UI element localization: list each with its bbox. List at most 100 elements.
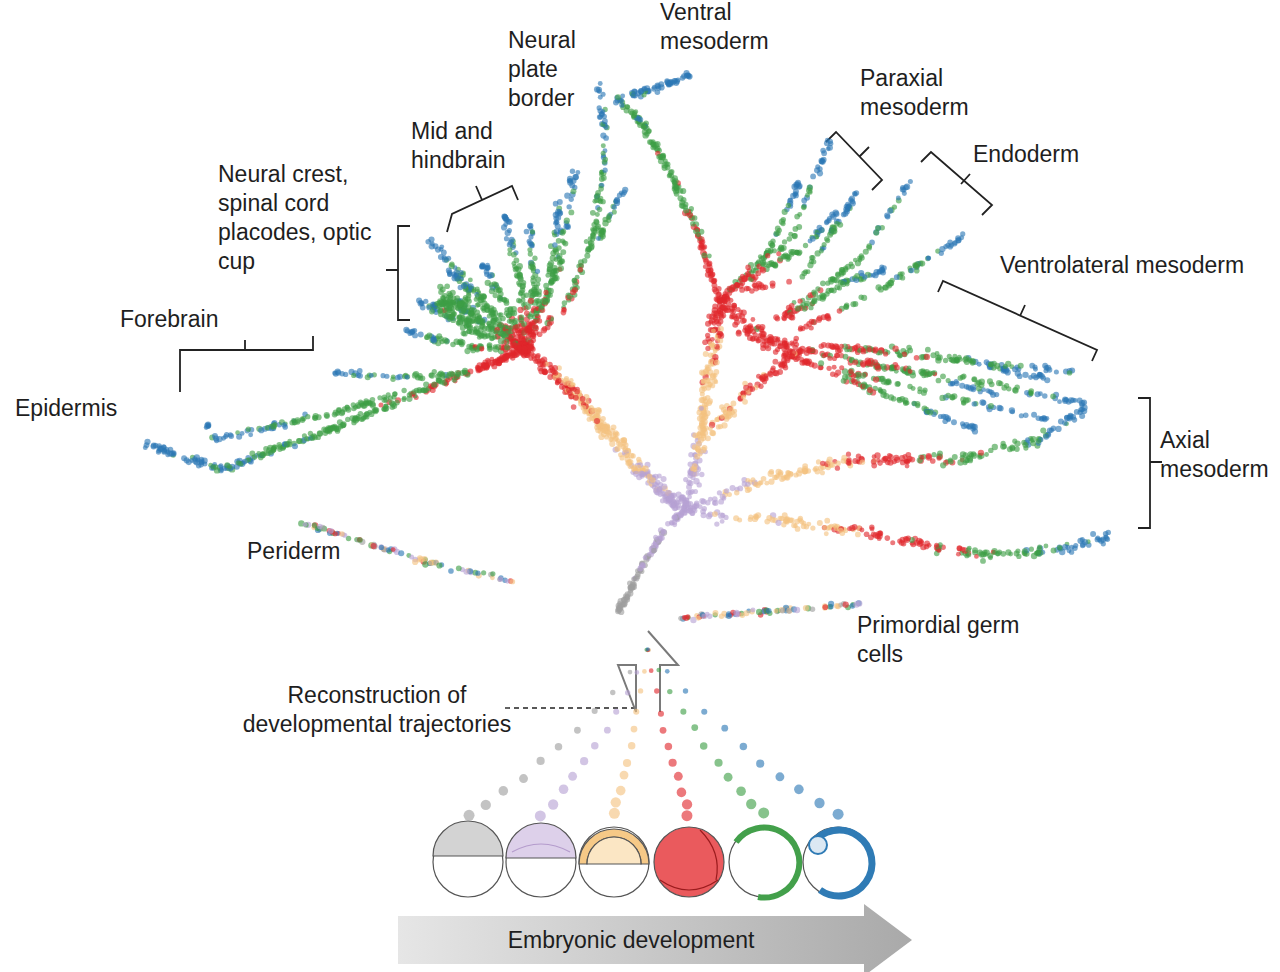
cell-dot bbox=[291, 418, 296, 423]
cell-dot bbox=[210, 464, 215, 469]
cell-dot bbox=[446, 268, 452, 274]
cell-dot bbox=[498, 359, 503, 364]
cell-dot bbox=[202, 458, 208, 464]
cell-dot bbox=[504, 236, 509, 241]
cell-dot bbox=[507, 247, 512, 252]
cell-dot bbox=[489, 326, 494, 331]
cell-dot bbox=[562, 300, 567, 305]
cell-dot bbox=[450, 317, 456, 323]
cell-dot bbox=[597, 198, 602, 203]
cell-dot bbox=[572, 278, 577, 283]
cell-dot bbox=[317, 430, 323, 436]
cell-dot bbox=[461, 306, 466, 311]
cell-dot bbox=[591, 222, 596, 227]
cell-dot bbox=[600, 416, 605, 421]
cell-dot bbox=[566, 387, 572, 393]
cell-dot bbox=[515, 266, 521, 272]
cell-dot bbox=[332, 412, 338, 418]
cell-dot bbox=[547, 321, 552, 326]
cell-dot bbox=[568, 393, 574, 399]
cell-dot bbox=[498, 331, 504, 337]
cell-dot bbox=[595, 212, 600, 217]
cell-dot bbox=[402, 396, 407, 401]
cell-dot bbox=[487, 321, 493, 327]
cell-dot bbox=[661, 483, 667, 489]
cell-dot bbox=[378, 402, 383, 407]
cell-dot bbox=[223, 434, 228, 439]
bracket bbox=[1138, 398, 1162, 528]
cell-dot bbox=[351, 373, 356, 378]
cell-dot bbox=[535, 269, 540, 274]
cell-dot bbox=[541, 356, 547, 362]
cell-dot bbox=[620, 192, 625, 197]
cell-dot bbox=[600, 132, 606, 138]
cell-dot bbox=[143, 445, 148, 450]
cell-dot bbox=[383, 404, 388, 409]
cell-dot bbox=[537, 331, 543, 337]
cell-dot bbox=[530, 333, 536, 339]
cell-dot bbox=[453, 339, 459, 345]
cell-dot bbox=[497, 287, 503, 293]
embryo-dome bbox=[506, 823, 576, 897]
cell-dot bbox=[571, 188, 577, 194]
cell-dot bbox=[437, 308, 442, 313]
cell-dot bbox=[336, 407, 342, 413]
cell-dot bbox=[507, 242, 512, 247]
cell-dot bbox=[570, 289, 576, 295]
cell-dot bbox=[390, 377, 395, 382]
cell-dot bbox=[428, 373, 433, 378]
cell-dot bbox=[439, 247, 444, 252]
cell-dot bbox=[442, 256, 448, 262]
cell-dot bbox=[503, 354, 509, 360]
cell-dot bbox=[312, 415, 318, 421]
cell-dot bbox=[631, 466, 636, 471]
cell-dot bbox=[417, 388, 422, 393]
cell-dot bbox=[358, 399, 364, 405]
embryo-somite bbox=[729, 827, 799, 898]
cell-dot bbox=[527, 314, 533, 320]
cell-dot bbox=[370, 401, 376, 407]
cell-dot bbox=[570, 168, 575, 173]
cell-dot bbox=[405, 375, 410, 380]
cell-dot bbox=[610, 433, 616, 439]
cell-dot bbox=[555, 209, 561, 215]
cell-dot bbox=[623, 442, 629, 448]
cell-dot bbox=[305, 414, 310, 419]
embryo-pharyngula bbox=[803, 827, 873, 897]
cell-dot bbox=[480, 333, 485, 338]
cell-dot bbox=[429, 243, 435, 249]
cell-dot bbox=[596, 236, 601, 241]
cell-dot bbox=[530, 229, 535, 234]
cell-dot bbox=[566, 204, 571, 209]
cell-dot bbox=[547, 374, 553, 380]
cell-dot bbox=[373, 409, 379, 415]
cell-dot bbox=[189, 458, 194, 463]
cell-dot bbox=[578, 259, 584, 265]
cell-dot bbox=[462, 331, 468, 337]
cell-dot bbox=[475, 287, 480, 292]
cell-dot bbox=[578, 267, 583, 272]
cell-dot bbox=[144, 439, 150, 445]
cell-dot bbox=[507, 306, 513, 312]
cell-dot bbox=[537, 318, 543, 324]
cell-dot bbox=[428, 236, 434, 242]
cell-dot bbox=[569, 197, 574, 202]
cell-dot bbox=[323, 431, 328, 436]
cell-dot bbox=[268, 450, 273, 455]
cell-dot bbox=[633, 575, 639, 581]
cell-dot bbox=[465, 318, 471, 324]
cell-dot bbox=[300, 417, 306, 423]
cell-dot bbox=[533, 291, 538, 296]
cell-dot bbox=[521, 346, 527, 352]
cell-dot bbox=[489, 360, 495, 366]
cell-dot bbox=[483, 265, 488, 270]
cell-dot bbox=[607, 213, 612, 218]
cell-dot bbox=[517, 307, 523, 313]
cell-dot bbox=[590, 233, 595, 238]
cell-dot bbox=[652, 485, 657, 490]
cell-dot bbox=[161, 444, 166, 449]
cell-dot bbox=[236, 434, 242, 440]
cell-dot bbox=[517, 272, 522, 277]
cell-dot bbox=[609, 441, 615, 447]
cell-dot bbox=[518, 299, 523, 304]
